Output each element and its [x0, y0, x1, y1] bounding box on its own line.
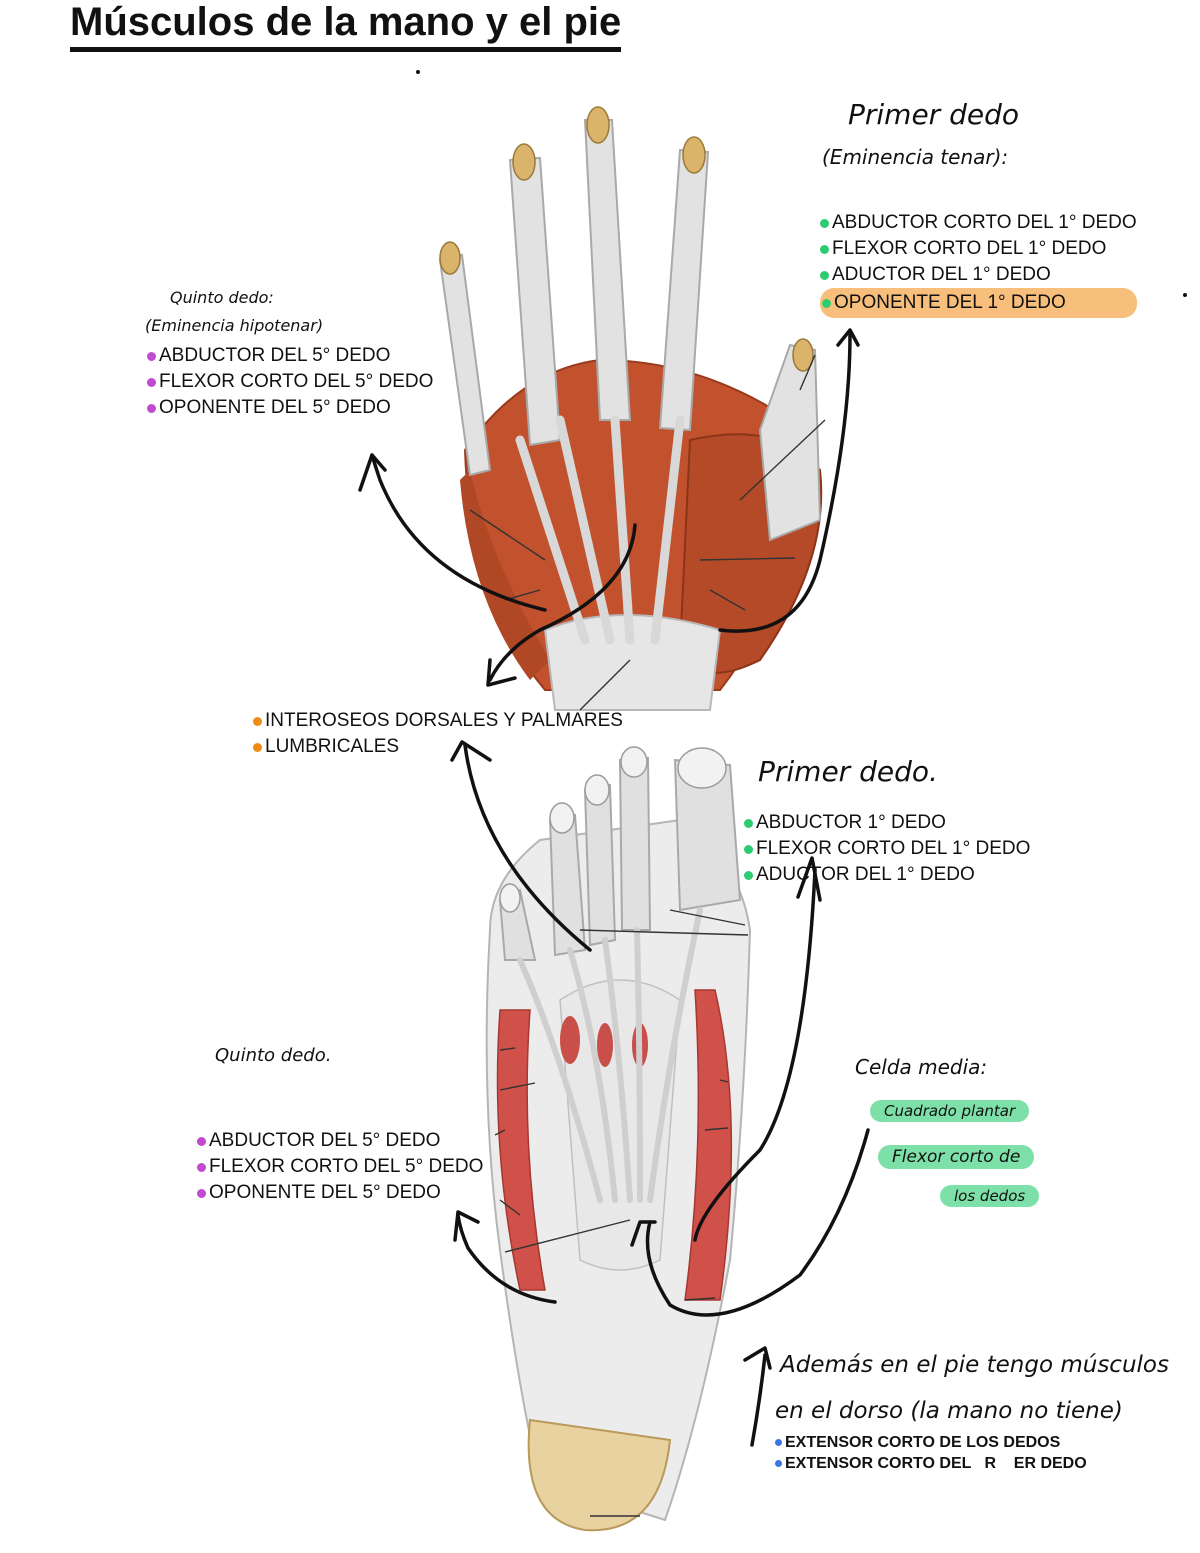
foot-first-list: ABDUCTOR 1° DEDO FLEXOR CORTO DEL 1° DED… — [744, 810, 1030, 888]
bullet-icon — [744, 870, 753, 880]
hand-middle-list: INTEROSEOS DORSALES Y PALMARES LUMBRICAL… — [253, 708, 623, 760]
foot-middle-item: Flexor corto de — [878, 1145, 1035, 1169]
hand-thumb-list: ABDUCTOR CORTO DEL 1° DEDO FLEXOR CORTO … — [820, 210, 1137, 318]
list-item: ABDUCTOR DEL 5° DEDO — [197, 1128, 483, 1154]
foot-note-line2: en el dorso (la mano no tiene) — [775, 1398, 1123, 1424]
hand-fifth-subheading: (Eminencia hipotenar) — [145, 316, 324, 335]
foot-first-heading: Primer dedo. — [758, 755, 938, 788]
bullet-icon — [775, 1439, 782, 1446]
hand-illustration — [438, 106, 826, 711]
hand-fifth-list: ABDUCTOR DEL 5° DEDO FLEXOR CORTO DEL 5°… — [147, 343, 433, 421]
page-title: Músculos de la mano y el pie — [70, 0, 622, 52]
list-item: FLEXOR CORTO DEL 1° DEDO — [820, 236, 1137, 262]
hand-fifth-heading: Quinto dedo: — [170, 288, 274, 307]
foot-fifth-list: ABDUCTOR DEL 5° DEDO FLEXOR CORTO DEL 5°… — [197, 1128, 483, 1206]
bullet-icon — [253, 716, 262, 726]
foot-dorsal-list: EXTENSOR CORTO DE LOS DEDOS EXTENSOR COR… — [775, 1432, 1087, 1474]
bullet-icon — [820, 270, 829, 280]
list-item: OPONENTE DEL 5° DEDO — [147, 395, 433, 421]
list-item: ABDUCTOR CORTO DEL 1° DEDO — [820, 210, 1137, 236]
list-item: ABDUCTOR DEL 5° DEDO — [147, 343, 433, 369]
foot-note-line1: Además en el pie tengo músculos — [780, 1352, 1169, 1378]
bullet-icon — [775, 1460, 782, 1467]
hand-thumb-subheading: (Eminencia tenar): — [822, 145, 1009, 169]
bullet-icon — [147, 377, 156, 387]
bullet-icon — [147, 403, 156, 413]
foot-illustration — [485, 746, 752, 1532]
foot-middle-item: Cuadrado plantar — [870, 1100, 1030, 1122]
bullet-icon — [820, 218, 829, 228]
list-item: LUMBRICALES — [253, 734, 623, 760]
bullet-icon — [197, 1162, 206, 1172]
list-item: ADUCTOR DEL 1° DEDO — [820, 262, 1137, 288]
foot-fifth-heading: Quinto dedo. — [215, 1045, 332, 1066]
list-item: ABDUCTOR 1° DEDO — [744, 810, 1030, 836]
bullet-icon — [197, 1136, 206, 1146]
list-item: FLEXOR CORTO DEL 5° DEDO — [197, 1154, 483, 1180]
list-item: FLEXOR CORTO DEL 5° DEDO — [147, 369, 433, 395]
bullet-icon — [253, 742, 262, 752]
list-item: FLEXOR CORTO DEL 1° DEDO — [744, 836, 1030, 862]
bullet-icon — [147, 351, 156, 361]
bullet-icon — [197, 1188, 206, 1198]
list-item: EXTENSOR CORTO DE LOS DEDOS — [775, 1432, 1087, 1453]
foot-middle-item: los dedos — [940, 1185, 1040, 1207]
foot-middle-heading: Celda media: — [855, 1055, 988, 1079]
list-item: OPONENTE DEL 5° DEDO — [197, 1180, 483, 1206]
list-item: EXTENSOR CORTO DEL R ER DEDO — [775, 1453, 1087, 1474]
bullet-icon — [822, 298, 831, 308]
list-item: INTEROSEOS DORSALES Y PALMARES — [253, 708, 623, 734]
bullet-icon — [744, 844, 753, 854]
list-item-highlighted: OPONENTE DEL 1° DEDO — [820, 288, 1137, 318]
bullet-icon — [744, 818, 753, 828]
list-item: ADUCTOR DEL 1° DEDO — [744, 862, 1030, 888]
hand-thumb-heading: Primer dedo — [848, 98, 1019, 131]
annotation-arrows — [358, 328, 870, 1447]
bullet-icon — [820, 244, 829, 254]
